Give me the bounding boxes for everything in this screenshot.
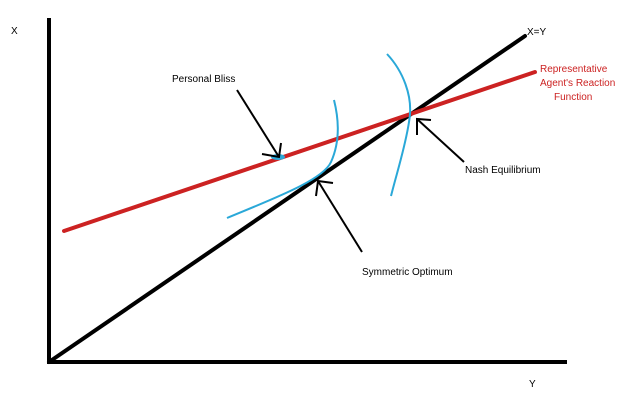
symmetric-optimum-label: Symmetric Optimum (362, 267, 453, 278)
nash-equilibrium-label: Nash Equilibrium (465, 165, 541, 176)
indifference-curve-upper (386, 53, 412, 197)
personal-bliss-label: Personal Bliss (172, 74, 235, 85)
x-axis-label: Y (529, 379, 536, 390)
indifference-curve-lower (226, 99, 339, 219)
identity-line (47, 34, 527, 364)
reaction-function-line (62, 70, 537, 233)
arrow-to-nash (416, 117, 465, 163)
reaction-function-label: Representative Agent's Reaction Function (540, 64, 618, 103)
arrow-to-bliss (236, 89, 282, 159)
arrow-to-symmetric (315, 179, 363, 253)
identity-line-label: X=Y (527, 27, 547, 38)
y-axis-label: X (11, 26, 18, 37)
